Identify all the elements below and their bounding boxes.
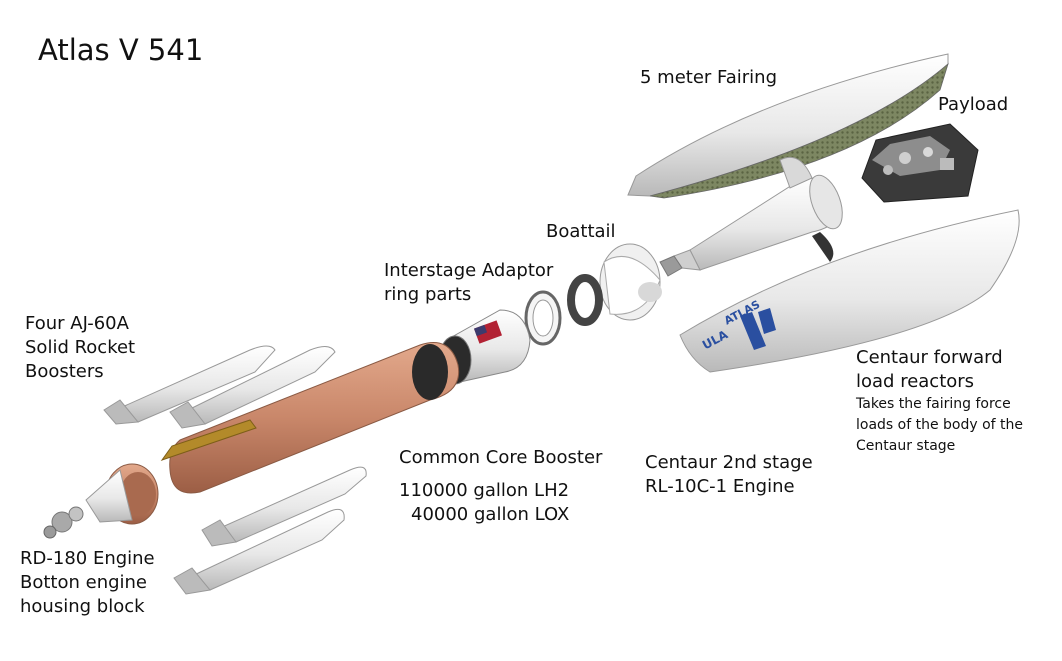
label-core-booster-spec-lox: 40000 gallon LOX	[411, 504, 570, 525]
label-interstage-line2: ring parts	[384, 284, 472, 305]
label-boosters-line2: Solid Rocket	[25, 337, 136, 358]
label-interstage: Interstage Adaptor ring parts	[384, 259, 553, 307]
centaur-second-stage	[659, 156, 843, 277]
label-centaur-stage-line1: Centaur 2nd stage	[645, 452, 813, 473]
common-core-booster	[160, 342, 460, 494]
label-centaur-stage: Centaur 2nd stage RL-10C-1 Engine	[645, 451, 813, 499]
label-core-booster: Common Core Booster	[399, 447, 603, 468]
label-centaur-stage-line2: RL-10C-1 Engine	[645, 476, 795, 497]
label-boosters: Four AJ-60A Solid Rocket Boosters	[25, 312, 135, 384]
label-rd180-line2: Botton engine	[20, 572, 148, 593]
label-boosters-line3: Boosters	[25, 361, 104, 382]
label-interstage-line1: Interstage Adaptor	[384, 260, 554, 281]
label-rd180-line3: housing block	[20, 596, 145, 617]
label-centaur-forward-desc: Takes the fairing force loads of the bod…	[856, 394, 1023, 457]
label-boattail: Boattail	[546, 221, 616, 242]
solid-rocket-boosters	[103, 345, 367, 595]
label-centaur-forward-line1: Centaur forward	[856, 347, 1003, 368]
label-centaur-forward-desc-line2: loads of the body of the	[856, 417, 1024, 433]
fairing-upper-half	[627, 53, 949, 199]
label-core-booster-spec-lh2: 110000 gallon LH2	[399, 480, 570, 501]
label-boosters-line1: Four AJ-60A	[25, 313, 129, 334]
label-fairing: 5 meter Fairing	[640, 67, 778, 88]
label-rd180: RD-180 Engine Botton engine housing bloc…	[20, 547, 155, 619]
boattail	[599, 243, 662, 321]
label-payload: Payload	[938, 94, 1009, 115]
label-centaur-forward: Centaur forward load reactors	[856, 346, 1003, 394]
label-rd180-line1: RD-180 Engine	[20, 548, 155, 569]
rd180-engine-housing	[43, 463, 159, 539]
label-centaur-forward-desc-line1: Takes the fairing force	[856, 396, 1011, 412]
fairing-lower-half	[679, 209, 1020, 373]
payload-spacecraft	[861, 123, 979, 203]
diagram-title: Atlas V 541	[38, 33, 204, 67]
label-core-booster-specs: 110000 gallon LH2 40000 gallon LOX	[399, 479, 569, 527]
label-centaur-forward-desc-line3: Centaur stage	[856, 438, 956, 454]
label-centaur-forward-line2: load reactors	[856, 371, 975, 392]
